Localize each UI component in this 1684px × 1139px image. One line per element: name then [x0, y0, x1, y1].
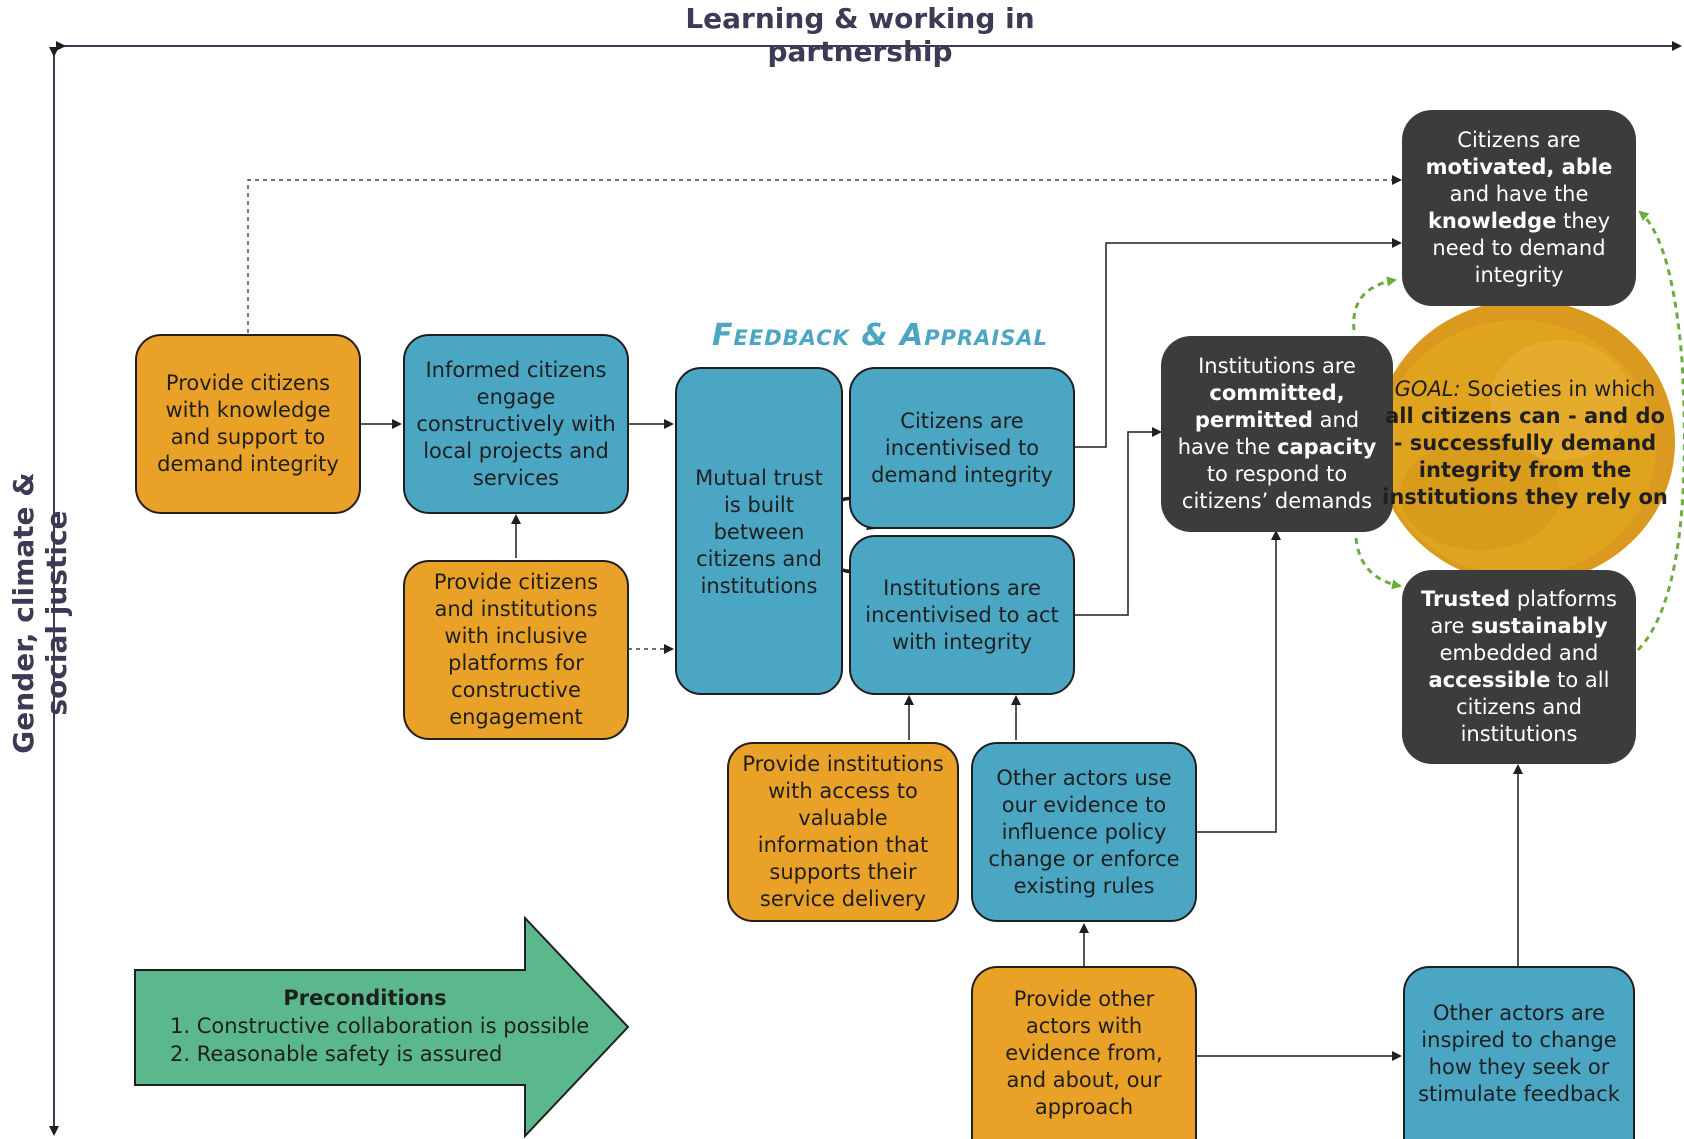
box-institutions-incentivised-text: Institutions are incentivised to act wit… [865, 575, 1059, 654]
preconditions-heading: Preconditions [283, 986, 447, 1010]
box-citizens-motivated-text: Citizens are motivated, able and have th… [1425, 128, 1613, 287]
precondition-item: 2. Reasonable safety is assured [170, 1042, 503, 1066]
box-trusted-platforms-text: Trusted platforms are sustainably embedd… [1421, 587, 1617, 746]
goal-statement-text: GOAL: Societies in which all citizens ca… [1382, 376, 1668, 509]
box-institutions-committed-text: Institutions are committed, permitted an… [1177, 354, 1377, 513]
box-informed-citizens-text: Informed citizens engage constructively … [416, 357, 616, 490]
box-mutual-trust: Mutual trust is built between citizens a… [675, 367, 843, 695]
box-institutions-committed: Institutions are committed, permitted an… [1161, 336, 1393, 532]
box-mutual-trust-text: Mutual trust is built between citizens a… [695, 466, 823, 598]
box-provide-knowledge-text: Provide citizens with knowledge and supp… [157, 371, 339, 476]
box-citizens-incentivised-text: Citizens are incentivised to demand inte… [871, 408, 1053, 487]
preconditions-arrow [134, 915, 630, 1139]
box-informed-citizens: Informed citizens engage constructively … [403, 334, 629, 514]
left-axis-label: Gender, climate & social justice [7, 472, 73, 754]
box-provide-platforms: Provide citizens and institutions with i… [403, 560, 629, 740]
loop-arrow-committed-to-trusted [1354, 537, 1402, 590]
loop-arrow-committed-to-motivated [1352, 276, 1397, 331]
preconditions-text: Preconditions 1. Constructive collaborat… [150, 984, 590, 1068]
box-trusted-platforms: Trusted platforms are sustainably embedd… [1402, 570, 1636, 764]
precondition-item: 1. Constructive collaboration is possibl… [170, 1014, 590, 1038]
box-provide-knowledge: Provide citizens with knowledge and supp… [135, 334, 361, 514]
box-other-actors-inspired-text: Other actors are inspired to change how … [1418, 1000, 1620, 1106]
dashed-knowledge-to-motivated [247, 175, 1402, 333]
goal-splash [1375, 300, 1675, 584]
box-provide-platforms-text: Provide citizens and institutions with i… [433, 570, 599, 729]
box-provide-evidence-text: Provide other actors with evidence from,… [1005, 987, 1163, 1119]
goal-statement: GOAL: Societies in which all citizens ca… [1380, 308, 1670, 578]
feedback-appraisal-title: Feedback & Appraisal [712, 318, 1048, 353]
box-other-actors-inspired: Other actors are inspired to change how … [1403, 966, 1635, 1139]
box-other-actors-evidence-text: Other actors use our evidence to influen… [988, 765, 1180, 898]
box-institutions-incentivised: Institutions are incentivised to act wit… [849, 535, 1075, 695]
top-axis-label: Learning & working in partnership [685, 2, 1035, 68]
box-citizens-motivated: Citizens are motivated, able and have th… [1402, 110, 1636, 306]
box-provide-info-text: Provide institutions with access to valu… [742, 752, 944, 911]
connector-citizens-incentivised-to-motivated [1074, 238, 1402, 448]
box-citizens-incentivised: Citizens are incentivised to demand inte… [849, 367, 1075, 529]
connector-institutions-incentivised-to-committed [1074, 427, 1162, 616]
connector-other-actors-to-committed [1197, 530, 1281, 833]
box-other-actors-evidence: Other actors use our evidence to influen… [971, 742, 1197, 922]
box-provide-info: Provide institutions with access to valu… [727, 742, 959, 922]
box-provide-evidence: Provide other actors with evidence from,… [971, 966, 1197, 1139]
